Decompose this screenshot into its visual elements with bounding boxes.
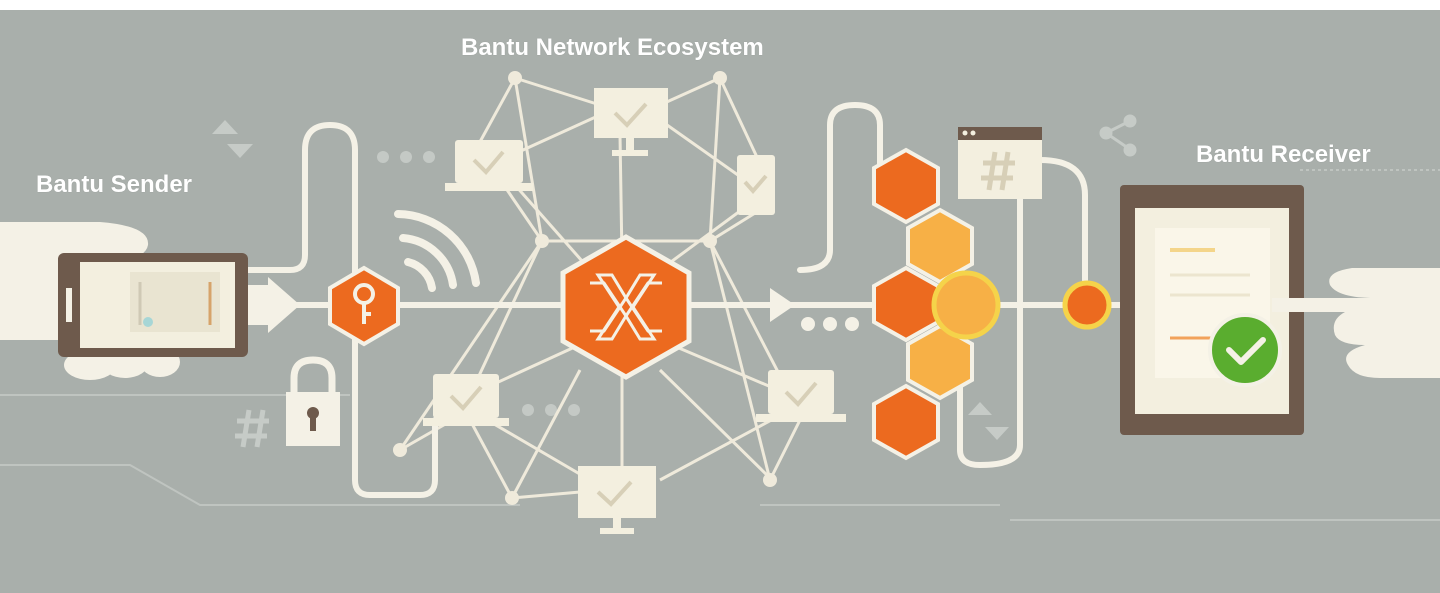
honeycomb-circle [931, 270, 1001, 340]
faint-dots-left [377, 151, 435, 163]
ecosystem-title: Bantu Network Ecosystem [461, 34, 764, 61]
receiver-label: Bantu Receiver [1196, 141, 1371, 168]
wifi-icon [394, 210, 480, 292]
laptop-icon-bottom-right [756, 370, 846, 422]
x-logo-icon [590, 273, 662, 341]
monitor-icon-top [594, 88, 668, 156]
laptop-icon-bottom-left [423, 374, 509, 426]
hash-icon [235, 409, 269, 448]
mesh-node-dots [393, 71, 777, 505]
progress-dots [801, 317, 859, 331]
share-icon [1099, 114, 1137, 157]
key-hexagon [328, 265, 400, 347]
sender-label: Bantu Sender [36, 171, 193, 198]
faint-dots-center [522, 404, 580, 416]
laptop-icon-top-left [445, 140, 533, 191]
sender-phone-icon [58, 253, 248, 357]
arrow-right-icon [240, 277, 300, 333]
hash-window-icon [958, 127, 1042, 199]
key-icon [353, 283, 375, 324]
faint-arrows-left-icon [212, 120, 253, 158]
checkmark-icon [1208, 313, 1282, 387]
monitor-icon-bottom [578, 466, 656, 534]
padlock-icon [286, 356, 340, 446]
tablet-icon-top-right [737, 155, 775, 215]
arrow-right-center-icon [770, 288, 795, 322]
receiver-node-dot [1062, 280, 1112, 330]
x-logo-hexagon [560, 234, 692, 380]
receiver-hand-icon [1272, 268, 1440, 378]
faint-arrows-right-icon [968, 402, 1009, 440]
